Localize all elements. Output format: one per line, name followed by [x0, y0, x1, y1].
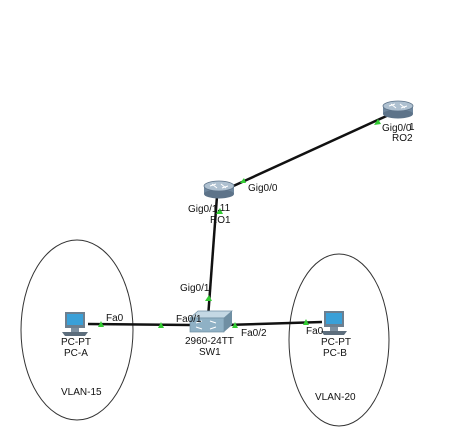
port-up-pcb-fa0-indicator [303, 319, 309, 325]
ro2-port-suffix: 1 [409, 122, 415, 133]
ro2-port-label: Gig0/0 [382, 123, 412, 134]
port-up-sw1-gig01-indicator [205, 295, 212, 301]
pca-name-label: PC-A [64, 348, 88, 359]
router-icon [382, 100, 414, 112]
pcb-name-label: PC-B [323, 348, 347, 359]
sw1-gig01-label: Gig0/1 [180, 283, 210, 294]
computer-icon [326, 313, 342, 324]
vlan-20-label: VLAN-20 [315, 392, 356, 403]
pca-model-label: PC-PT [61, 337, 91, 348]
pca-fa0-label: Fa0 [106, 313, 124, 324]
pc-a[interactable] [62, 312, 88, 336]
ro1-name-label: RO1 [210, 215, 231, 226]
sw1-model-label: 2960-24TT [185, 336, 234, 347]
ro2-name-label: RO2 [392, 133, 413, 144]
router-icon [203, 180, 235, 192]
router-ro1[interactable] [203, 180, 235, 199]
pcb-fa0-label: Fa0 [306, 326, 324, 337]
switch-sw1[interactable] [189, 310, 233, 333]
port-up-ro1-gig00-indicator [240, 178, 246, 183]
vlan-15-area [20, 239, 134, 421]
port-up-ro1-gig01-indicator [216, 208, 223, 214]
ro1-gig00-label: Gig0/0 [248, 183, 278, 194]
router-ro2[interactable] [382, 100, 414, 119]
vlan-20-area [288, 253, 390, 427]
port-up-sw1-fa01-indicator [158, 322, 164, 328]
link-sw1-pca[interactable] [87, 322, 191, 327]
pc-b[interactable] [321, 311, 347, 335]
port-up-pca-fa0-indicator [98, 321, 104, 327]
sw1-name-label: SW1 [199, 347, 221, 358]
sw1-fa02-label: Fa0/2 [241, 328, 267, 339]
ro1-gig01-suffix: .11 [217, 203, 231, 214]
port-up-ro2-gig00-indicator [374, 119, 381, 125]
port-up-sw1-fa02-indicator [232, 322, 238, 328]
ro1-gig01-label: Gig0/1 [188, 204, 218, 215]
vlan-15-label: VLAN-15 [61, 387, 102, 398]
switch-icon [195, 320, 217, 330]
pcb-model-label: PC-PT [321, 337, 351, 348]
link-ro1-ro2[interactable] [217, 111, 394, 195]
computer-icon [67, 314, 83, 325]
sw1-fa01-label: Fa0/1 [176, 314, 202, 325]
